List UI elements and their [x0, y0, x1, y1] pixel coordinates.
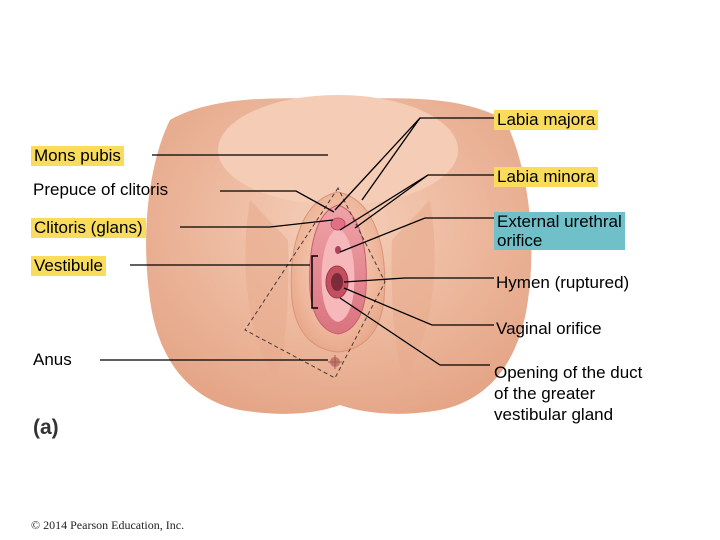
- leader-gland-duct: [339, 297, 490, 366]
- label-clitoris-glans: Clitoris (glans): [31, 218, 146, 238]
- leader-vaginal: [343, 287, 494, 326]
- label-external-urethral-orifice: External urethral orifice: [494, 212, 625, 250]
- left-thigh-shadow: [245, 200, 289, 380]
- label-hymen-ruptured: Hymen (ruptured): [496, 273, 630, 292]
- label-opening-duct-line-1: Opening of the duct: [494, 363, 643, 382]
- label-external-urethral-line-2: orifice: [497, 231, 543, 250]
- leader-clitoris: [180, 219, 334, 228]
- label-external-urethral-line-1: External urethral: [497, 212, 622, 231]
- urethral-orifice: [335, 246, 341, 254]
- leader-labia-minora-2: [354, 174, 429, 229]
- leader-urethral: [339, 217, 494, 253]
- anus-folds: [328, 355, 342, 369]
- vestibule-bracket: [311, 255, 318, 309]
- label-opening-duct-line-3: vestibular gland: [494, 405, 614, 424]
- panel-label: (a): [33, 416, 59, 439]
- mons-pubis-region: [218, 95, 458, 205]
- copyright-notice: © 2014 Pearson Education, Inc.: [31, 518, 185, 532]
- label-vaginal-orifice: Vaginal orifice: [496, 319, 602, 338]
- label-labia-majora: Labia majora: [494, 110, 599, 130]
- leader-labia-majora-2: [361, 117, 421, 201]
- label-mons-pubis: Mons pubis: [31, 146, 124, 166]
- label-opening-of-duct: Opening of the duct of the greater vesti…: [494, 362, 642, 425]
- label-anus: Anus: [33, 350, 72, 369]
- right-thigh-shadow: [391, 200, 435, 380]
- perineum-dashed-outline: [244, 186, 386, 379]
- clitoris-glans: [330, 217, 346, 231]
- label-prepuce-of-clitoris: Prepuce of clitoris: [33, 180, 169, 199]
- hymen-remnant: [331, 273, 343, 291]
- label-opening-duct-line-2: of the greater: [494, 384, 596, 403]
- leader-prepuce: [220, 190, 335, 213]
- label-labia-minora: Labia minora: [494, 167, 599, 187]
- label-vestibule: Vestibule: [31, 256, 106, 276]
- leader-hymen: [343, 277, 494, 283]
